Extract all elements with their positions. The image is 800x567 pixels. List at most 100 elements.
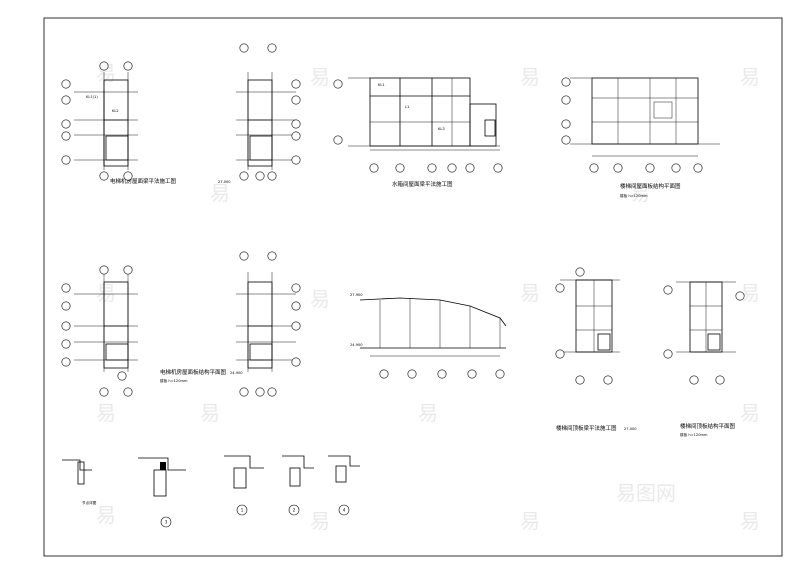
sheet-border (43, 17, 783, 557)
detail-marker-circle (288, 504, 300, 516)
axis-bubble (333, 135, 343, 145)
scale-note: 楼板 h=120mm (620, 193, 648, 198)
axis-bubble (267, 43, 277, 53)
axis-bubble (575, 375, 585, 385)
watermark-char: 易 (418, 401, 438, 425)
svg-text:KL1(1): KL1(1) (86, 95, 98, 99)
axis-bubble (99, 387, 109, 397)
svg-text:L1: L1 (405, 105, 409, 109)
detail-marker-label: 2 (293, 508, 296, 513)
axis-bubbles (61, 43, 745, 397)
axis-bubble (61, 131, 71, 141)
axis-bubble (603, 375, 613, 385)
axis-bubble (555, 349, 565, 359)
axis-bubble (437, 369, 447, 379)
detail-marker-label: 1 (241, 508, 244, 513)
watermark-char: 易 (740, 281, 760, 305)
watermark-logo: 易图网 (616, 481, 676, 505)
title-stair-top-roof: 楼梯间顶板梁平法施工图 (556, 424, 617, 432)
axis-bubble (61, 95, 71, 105)
axis-bubble (291, 95, 301, 105)
axis-bubble (291, 283, 301, 293)
axis-bubble (495, 369, 505, 379)
stair-section-profile: 27.900 24.900 (350, 293, 507, 357)
axis-bubble (61, 119, 71, 129)
watermark-char: 易 (520, 65, 540, 89)
axis-bubble (663, 349, 673, 359)
watermark-char: 易 (310, 65, 330, 89)
axis-bubble (267, 171, 277, 181)
axis-bubble (61, 301, 71, 311)
axis-bubble (99, 265, 109, 275)
scale-note-3: 楼板 h=120mm (680, 432, 708, 437)
axis-bubble (291, 131, 301, 141)
axis-bubble (561, 77, 571, 87)
axis-bubble (291, 321, 301, 331)
axis-bubble (407, 369, 417, 379)
axis-bubble (369, 163, 379, 173)
axis-bubble (61, 321, 71, 331)
section-elev-bottom: 24.900 (350, 343, 363, 347)
axis-bubble (561, 119, 571, 129)
axis-bubble (395, 163, 405, 173)
axis-bubble (493, 163, 503, 173)
axis-bubble (467, 369, 477, 379)
axis-bubble (255, 171, 265, 181)
watermark-char: 易 (210, 181, 230, 205)
stair-roof-slab-plan: 楼梯间屋面板结构平面图 楼板 h=120mm (570, 77, 720, 198)
axis-bubble (123, 387, 133, 397)
axis-bubble (123, 171, 133, 181)
axis-bubble (239, 387, 249, 397)
watermark-char: 易 (520, 509, 540, 533)
axis-bubble (613, 163, 623, 173)
watermark-char: 易 (630, 181, 650, 205)
axis-bubble (379, 369, 389, 379)
svg-text:KL2: KL2 (112, 109, 119, 113)
watermark-layer: 易易易易易易易易易易易易易易易易易易易图网 (96, 61, 760, 533)
axis-bubble (61, 155, 71, 165)
elevator-roof-beam-plan: KL1(1) KL2 电梯机房屋面梁平法施工图 27.000 (74, 72, 296, 185)
axis-bubble (123, 265, 133, 275)
title-elevator-roof-construction: 电梯机房屋面梁平法施工图 (110, 177, 177, 185)
detail-title: 节点详图 (82, 500, 97, 505)
axis-bubble (575, 267, 585, 277)
watermark-char: 易 (740, 509, 760, 533)
axis-bubble (117, 371, 127, 381)
axis-bubble (663, 285, 673, 295)
title-stair-roof-slab: 楼梯间屋面板结构平面图 (620, 182, 681, 190)
watermark-char: 易 (96, 401, 116, 425)
axis-bubble (561, 95, 571, 105)
axis-bubble (61, 339, 71, 349)
axis-bubble (291, 357, 301, 367)
axis-bubble (291, 301, 301, 311)
axis-bubble (715, 375, 725, 385)
title-water-tank-roof: 水箱间屋面梁平法施工图 (392, 180, 453, 188)
watermark-char: 易 (310, 287, 330, 311)
axis-bubble (99, 171, 109, 181)
axis-bubble (291, 119, 301, 129)
detail-marker-label: 4 (343, 508, 346, 513)
stair-top-slab-plan: 楼梯间顶板结构平面图 楼板 h=120mm (676, 281, 736, 437)
elevation-mark: 27.000 (218, 180, 231, 184)
axis-bubble (61, 357, 71, 367)
axis-bubble (671, 163, 681, 173)
axis-bubble (61, 283, 71, 293)
axis-bubble (255, 387, 265, 397)
axis-bubble (123, 61, 133, 71)
svg-text:KL1: KL1 (378, 83, 385, 87)
axis-bubble (693, 163, 703, 173)
axis-bubble (447, 163, 457, 173)
section-elev-top: 27.900 (350, 293, 363, 297)
axis-bubble (333, 79, 343, 89)
watermark-char: 易 (740, 65, 760, 89)
axis-bubble (99, 61, 109, 71)
axis-bubble (291, 155, 301, 165)
axis-bubble (689, 375, 699, 385)
watermark-char: 易 (740, 401, 760, 425)
watermark-char: 易 (310, 509, 330, 533)
axis-bubble (239, 43, 249, 53)
watermark-char: 易 (520, 281, 540, 305)
